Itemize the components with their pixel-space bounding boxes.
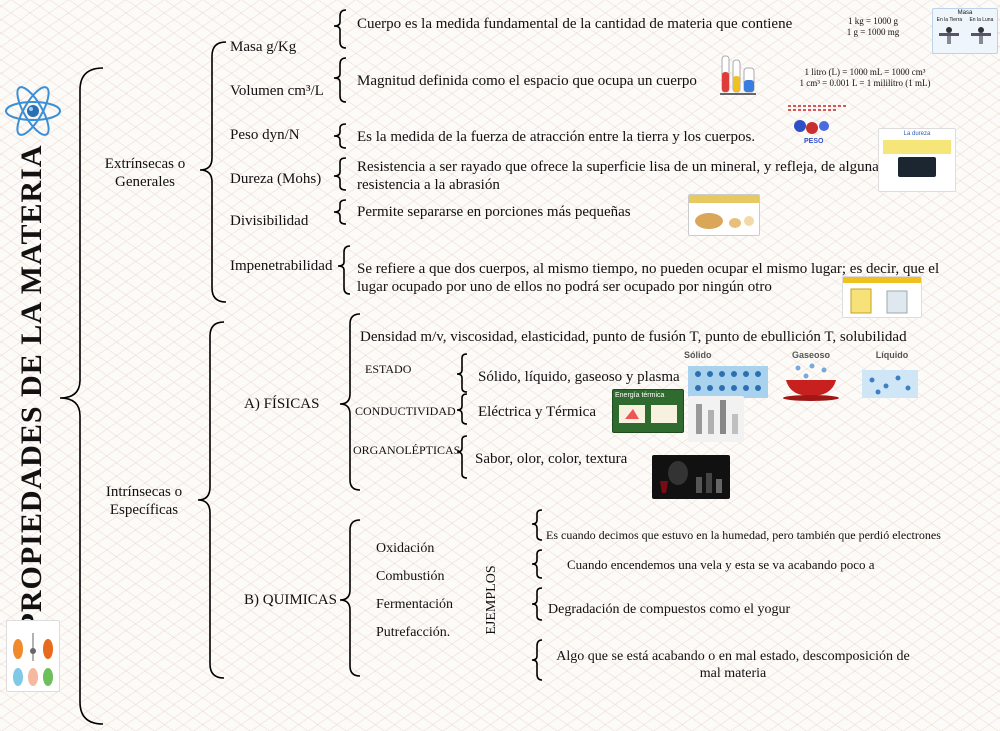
- dureza-image: La dureza: [878, 128, 956, 192]
- conductividad-desc: Eléctrica y Térmica: [478, 404, 596, 420]
- dureza-label: Dureza (Mohs): [230, 171, 322, 187]
- energia-termica-image: Energía térmica: [612, 389, 684, 433]
- divisibilidad-desc: Permite separarse en porciones más peque…: [357, 204, 631, 220]
- solido-image: Sólido: [684, 350, 774, 404]
- volumen-label: Volumen cm³/L: [230, 83, 324, 99]
- volumen-desc: Magnitud definida como el espacio que oc…: [357, 73, 697, 89]
- extrinsecas-label: Extrínsecas o Generales: [104, 156, 186, 190]
- combustion-label: Combustión: [376, 569, 445, 584]
- divisibilidad-label: Divisibilidad: [230, 213, 309, 229]
- gaseoso-image: Gaseoso: [772, 350, 850, 404]
- peso-desc: Es la medida de la fuerza de atracción e…: [357, 129, 756, 145]
- peso-label: Peso dyn/N: [230, 127, 300, 143]
- atom-models-image: [6, 620, 60, 692]
- liquido-image: Líquido: [852, 350, 932, 404]
- atom-image: [2, 80, 64, 142]
- main-bracket: [59, 67, 104, 725]
- estado-label: ESTADO: [365, 362, 412, 376]
- fisicas-summary: Densidad m/v, viscosidad, elasticidad, p…: [360, 329, 907, 345]
- ejemplo-combustion: Cuando encendemos una vela y esta se va …: [567, 557, 875, 572]
- test-tubes-image: [718, 52, 758, 98]
- divisibilidad-image: [688, 194, 760, 236]
- organolepticas-desc: Sabor, olor, color, textura: [475, 451, 628, 467]
- conductividad-label: CONDUCTIVIDAD: [355, 404, 456, 418]
- impenetrabilidad-desc: Se refiere a que dos cuerpos, al mismo t…: [357, 261, 940, 295]
- intrinsecas-bracket: [197, 321, 225, 679]
- impenetrabilidad-image: [842, 276, 922, 318]
- fisicas-label: A) FÍSICAS: [244, 396, 320, 412]
- putrefaccion-label: Putrefacción.: [376, 625, 451, 640]
- impenetrabilidad-label: Impenetrabilidad: [230, 258, 333, 274]
- organolepticas-image: [652, 455, 730, 499]
- ejemplo-putrefaccion: Algo que se está acabando o en mal estad…: [556, 649, 910, 681]
- extrinsecas-bracket: [199, 41, 227, 303]
- conductividad-image: [688, 396, 744, 442]
- masa-conversion-note: 1 kg = 1000 g 1 g = 1000 mg: [846, 16, 900, 37]
- ejemplo-oxidacion: Es cuando decimos que estuvo en la humed…: [546, 528, 941, 542]
- masa-desc: Cuerpo es la medida fundamental de la ca…: [357, 16, 793, 32]
- ejemplo-fermentacion: Degradación de compuestos como el yogur: [548, 602, 791, 617]
- organolepticas-label: ORGANOLÉPTICAS: [353, 443, 461, 457]
- quimicas-label: B) QUIMICAS: [244, 592, 337, 608]
- intrinsecas-label: Intrínsecas o Específicas: [105, 484, 183, 518]
- volumen-conversion-note: 1 litro (L) = 1000 mL = 1000 cm³ 1 cm³ =…: [799, 67, 931, 88]
- fermentacion-label: Fermentación: [376, 597, 453, 612]
- peso-image: PESO: [782, 100, 852, 150]
- ejemplos-label: EJEMPLOS: [484, 565, 499, 635]
- dureza-desc: Resistencia a ser rayado que ofrece la s…: [357, 159, 901, 193]
- estado-desc: Sólido, líquido, gaseoso y plasma: [478, 369, 680, 385]
- masa-label: Masa g/Kg: [230, 39, 297, 55]
- oxidacion-label: Oxidación: [376, 541, 435, 556]
